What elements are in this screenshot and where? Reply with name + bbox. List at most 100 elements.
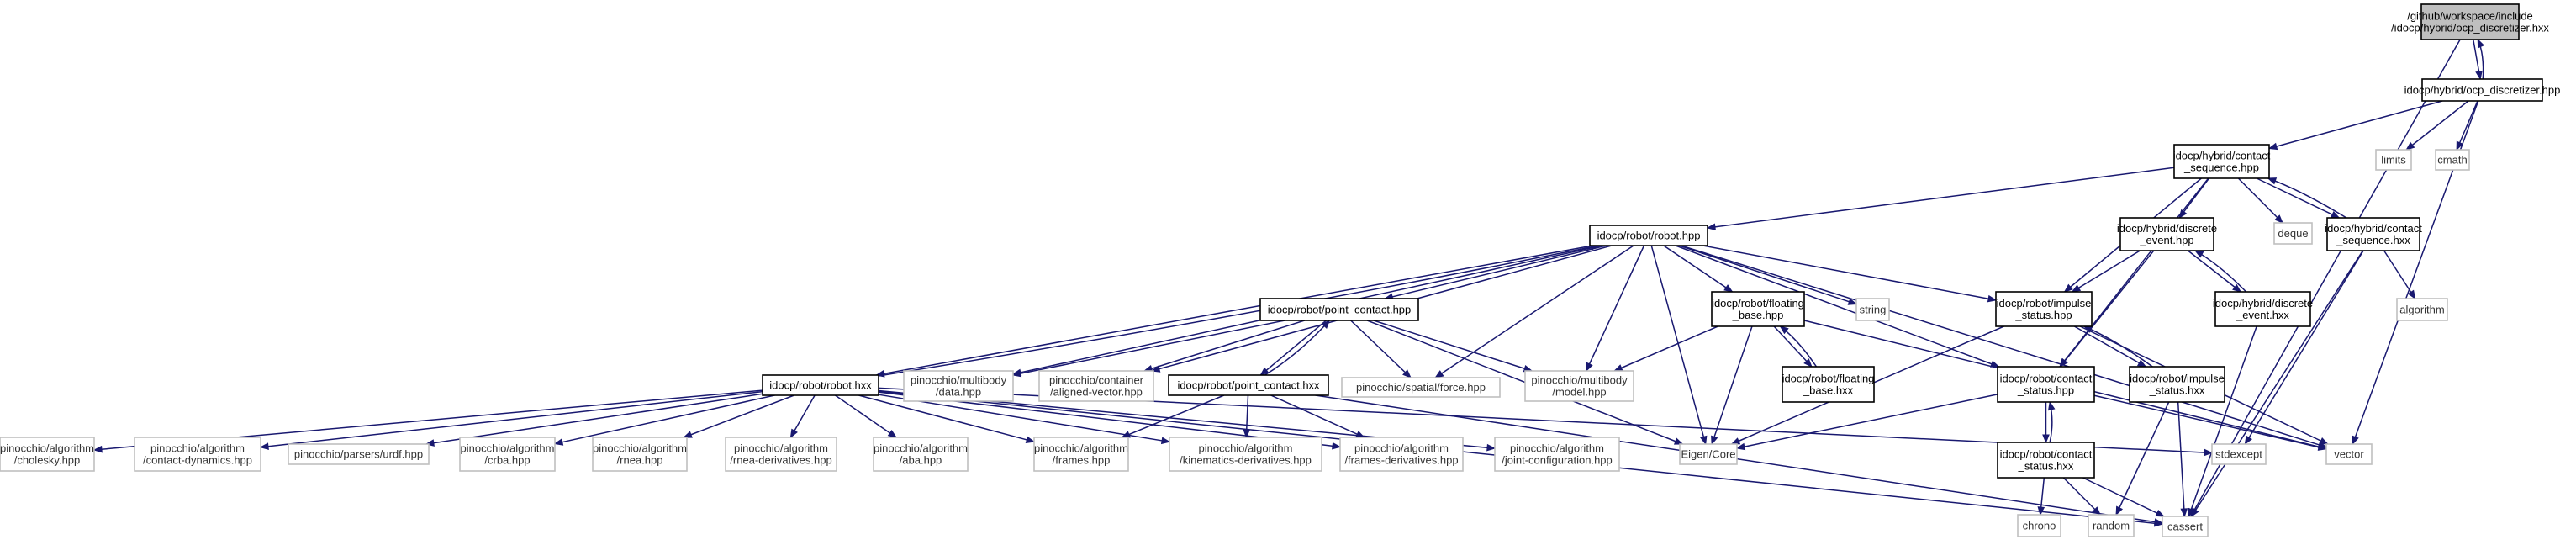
edge-arrowhead bbox=[1730, 437, 1741, 445]
edge-arrowhead bbox=[2063, 283, 2073, 293]
node-is-hxx[interactable]: idocp/robot/impulse_status.hxx bbox=[2129, 366, 2225, 403]
node-label: pinocchio/algorithm bbox=[593, 442, 687, 455]
edge-cs-hpp-to-robot-hpp bbox=[1707, 167, 2175, 229]
node-robot-hpp[interactable]: idocp/robot/robot.hpp bbox=[1589, 225, 1708, 246]
edge-fb-hxx-to-fb-hpp bbox=[1780, 325, 1818, 368]
edge-ocp-hpp-to-limits bbox=[2405, 100, 2469, 151]
node-de-hpp[interactable]: idocp/hybrid/discrete_event.hpp bbox=[2117, 217, 2217, 251]
edge-pc-hpp-to-pin-model bbox=[1373, 320, 1533, 372]
node-label: pinocchio/algorithm bbox=[460, 442, 554, 455]
node-label: stdexcept bbox=[2215, 448, 2262, 461]
edge-arrowhead bbox=[2154, 519, 2164, 527]
node-label: idocp/robot/robot.hpp bbox=[1597, 230, 1701, 242]
node-label: string bbox=[1860, 304, 1887, 316]
edge-de-hpp-to-de-hxx bbox=[2188, 250, 2241, 293]
node-label: pinocchio/multibody bbox=[911, 374, 1007, 387]
node-pin-kd: pinocchio/algorithm/kinematics-derivativ… bbox=[1169, 437, 1322, 472]
edge-arrowhead bbox=[1673, 437, 1684, 445]
node-pin-fd: pinocchio/algorithm/frames-derivatives.h… bbox=[1339, 437, 1464, 472]
node-label: /crba.hpp bbox=[484, 454, 530, 467]
nodes-layer: /github/workspace/include/idocp/hybrid/o… bbox=[0, 3, 2561, 537]
node-ocp-hpp[interactable]: idocp/hybrid/ocp_discretizer.hpp bbox=[2404, 78, 2561, 102]
edge-arrowhead bbox=[2244, 435, 2253, 446]
node-string: string bbox=[1855, 298, 1890, 321]
node-de-hxx[interactable]: idocp/hybrid/discrete_event.hxx bbox=[2213, 291, 2313, 327]
edge-arrowhead bbox=[2274, 214, 2284, 224]
edge-is-hxx-to-random bbox=[2115, 401, 2170, 516]
edge-arrowhead bbox=[1025, 436, 1036, 443]
node-label: pinocchio/container bbox=[1049, 374, 1144, 387]
node-box bbox=[1997, 442, 2095, 479]
node-label: idocp/robot/point_contact.hxx bbox=[1177, 379, 1320, 392]
node-robot-hxx[interactable]: idocp/robot/robot.hxx bbox=[762, 374, 879, 396]
node-label: pinocchio/multibody bbox=[1531, 374, 1628, 387]
node-box bbox=[762, 374, 879, 396]
node-cst-hxx[interactable]: idocp/robot/contact_status.hxx bbox=[1997, 442, 2095, 479]
edge-fb-hpp-to-eigen bbox=[1711, 325, 1753, 445]
node-label: _status.hxx bbox=[2018, 460, 2074, 473]
edge-cst-hpp-to-eigen bbox=[1736, 394, 1998, 449]
edge-arrowhead bbox=[1486, 443, 1497, 452]
node-box bbox=[2421, 78, 2543, 102]
edge-arrowhead bbox=[2115, 505, 2124, 516]
edge-robot-hpp-to-pc-hpp bbox=[1385, 245, 1607, 299]
node-pc-hxx[interactable]: idocp/robot/point_contact.hxx bbox=[1168, 374, 1329, 396]
node-cs-hxx[interactable]: idocp/hybrid/contact_sequence.hxx bbox=[2325, 217, 2422, 251]
node-box bbox=[592, 437, 688, 472]
edge-fb-hpp-to-fb-hxx bbox=[1773, 325, 1813, 368]
node-label: /rnea-derivatives.hpp bbox=[730, 454, 831, 467]
node-label: idocp/hybrid/discrete bbox=[2117, 222, 2217, 235]
node-root[interactable]: /github/workspace/include/idocp/hybrid/o… bbox=[2391, 3, 2549, 40]
node-label: pinocchio/spatial/force.hpp bbox=[1356, 381, 1486, 394]
edge-robot-hxx-to-pin-urdf bbox=[425, 393, 763, 445]
edge-arrowhead bbox=[2204, 448, 2214, 457]
node-fb-hxx[interactable]: idocp/robot/floating_base.hxx bbox=[1782, 366, 1875, 403]
node-label: /idocp/hybrid/ocp_discretizer.hxx bbox=[2391, 22, 2549, 34]
node-label: cmath bbox=[2437, 154, 2467, 167]
node-pin-model: pinocchio/multibody/model.hpp bbox=[1524, 370, 1634, 402]
node-cs-hpp[interactable]: idocp/hybrid/contact_sequence.hpp bbox=[2173, 144, 2271, 179]
node-pin-rnea: pinocchio/algorithm/rnea.hpp bbox=[592, 437, 688, 472]
node-label: /data.hpp bbox=[936, 386, 981, 399]
edge-de-hxx-to-cassert bbox=[2188, 325, 2257, 517]
node-fb-hpp[interactable]: idocp/robot/floating_base.hpp bbox=[1711, 291, 1805, 327]
node-box bbox=[2420, 3, 2520, 40]
node-box bbox=[1494, 437, 1620, 472]
edge-robot-hxx-to-pin-crba bbox=[554, 394, 775, 445]
edge-arrowhead bbox=[789, 428, 798, 439]
node-box bbox=[2325, 443, 2373, 465]
node-limits: limits bbox=[2375, 149, 2412, 171]
edge-arrowhead bbox=[887, 430, 898, 438]
node-pin-jc: pinocchio/algorithm/joint-configuration.… bbox=[1494, 437, 1620, 472]
node-label: /joint-configuration.hpp bbox=[1502, 454, 1613, 467]
node-label: _event.hxx bbox=[2236, 309, 2289, 321]
edge-de-hxx-to-de-hpp bbox=[2194, 250, 2247, 293]
edge-pc-hpp-to-eigen bbox=[1366, 320, 1683, 445]
edge-fb-hpp-to-pin-model bbox=[1614, 325, 1718, 372]
node-label: pinocchio/algorithm bbox=[874, 442, 968, 455]
node-box bbox=[903, 370, 1014, 402]
node-label: /github/workspace/include bbox=[2407, 10, 2533, 23]
node-label: /model.hpp bbox=[1552, 386, 1606, 399]
node-box bbox=[2211, 443, 2267, 465]
edge-cs-hxx-to-stdexcept bbox=[2244, 250, 2364, 445]
node-cassert: cassert bbox=[2162, 516, 2209, 537]
node-eigen: Eigen/Core bbox=[1679, 443, 1738, 465]
node-pc-hpp[interactable]: idocp/robot/point_contact.hpp bbox=[1259, 298, 1419, 321]
node-box bbox=[1169, 437, 1322, 472]
node-box bbox=[1711, 291, 1805, 327]
node-label: pinocchio/algorithm bbox=[150, 442, 245, 455]
edge-robot-hpp-to-pin-model bbox=[1586, 245, 1645, 372]
node-label: idocp/robot/floating bbox=[1712, 297, 1804, 310]
edge-arrowhead bbox=[1434, 370, 1444, 378]
edge-arrowhead bbox=[2267, 177, 2278, 185]
node-cst-hpp[interactable]: idocp/robot/contact_status.hpp bbox=[1997, 366, 2095, 403]
edge-arrowhead bbox=[1706, 223, 1716, 231]
node-is-hpp[interactable]: idocp/robot/impulse_status.hpp bbox=[1995, 291, 2093, 327]
edge-cs-hxx-to-cassert bbox=[2191, 250, 2364, 517]
node-label: idocp/hybrid/contact bbox=[2325, 222, 2422, 235]
node-pin-chol: pinocchio/algorithm/cholesky.hpp bbox=[0, 437, 95, 472]
node-pin-force: pinocchio/spatial/force.hpp bbox=[1341, 377, 1501, 398]
node-label: idocp/robot/contact bbox=[2000, 448, 2093, 461]
edge-is-hpp-to-is-hxx bbox=[2073, 325, 2146, 368]
